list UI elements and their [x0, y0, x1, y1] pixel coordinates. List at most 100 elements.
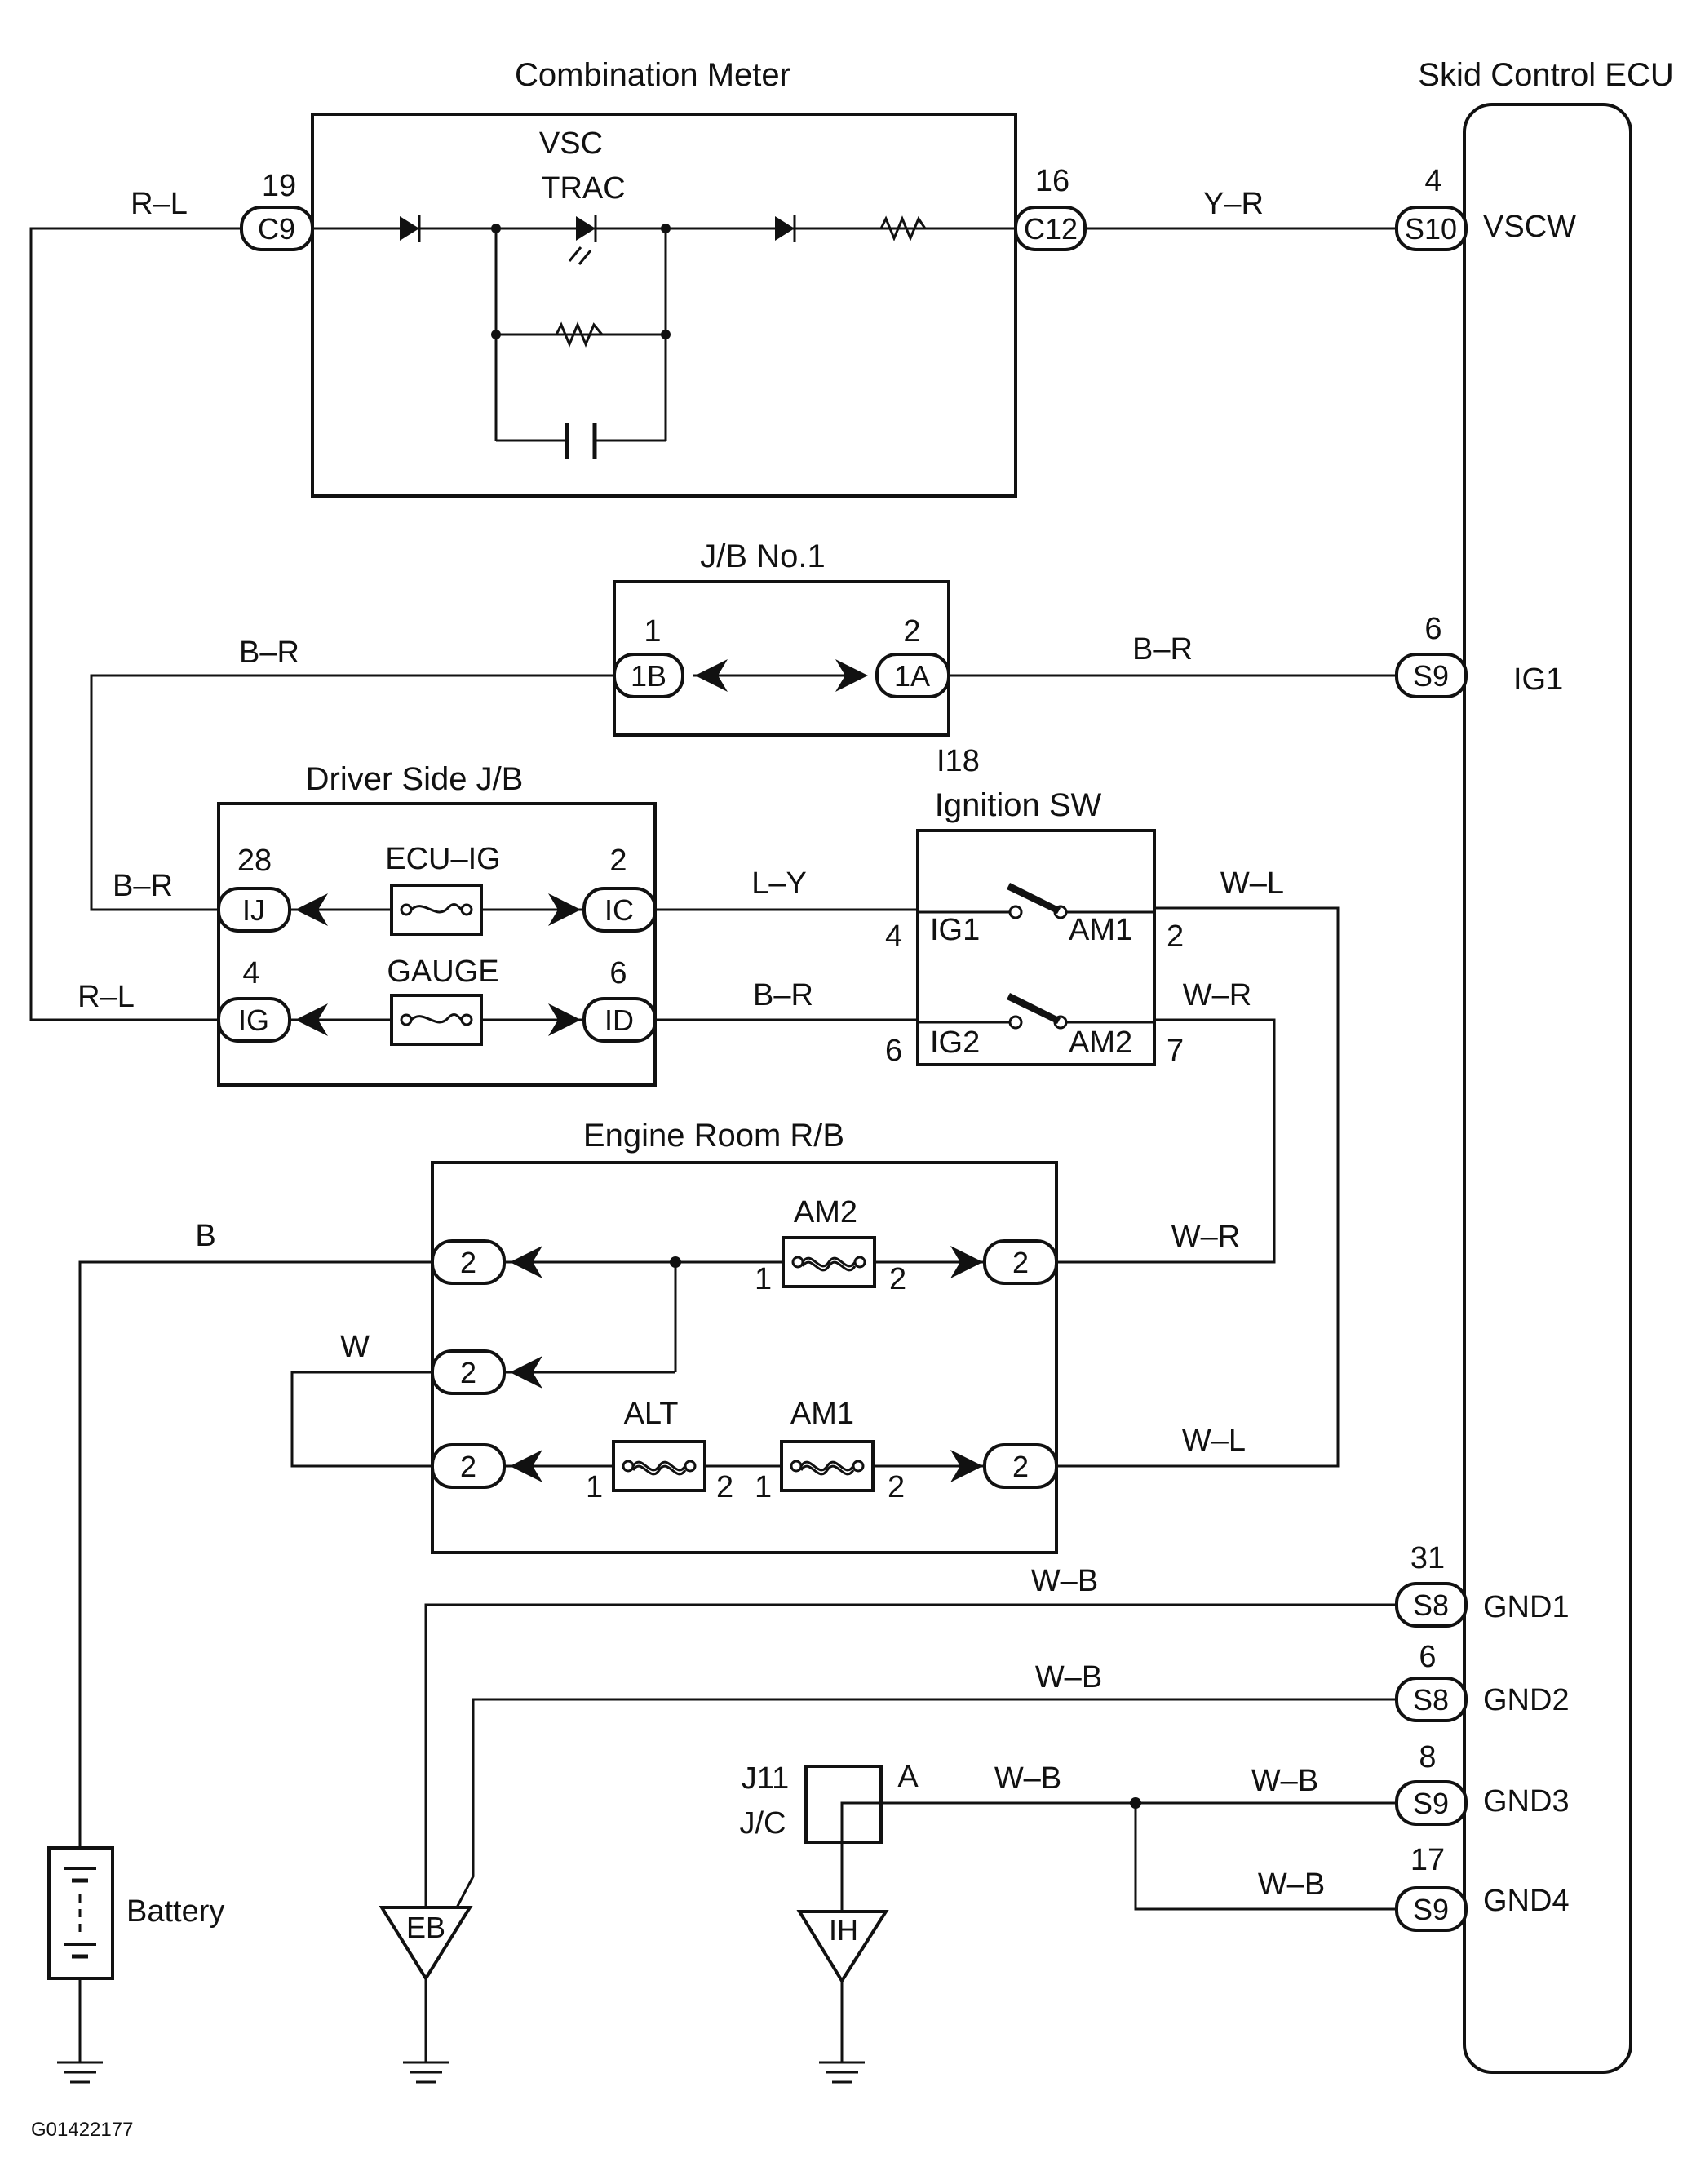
- ground-eb: EB: [379, 1906, 473, 1982]
- connector-c9-pin: 19: [262, 169, 296, 203]
- jc-code: J11: [742, 1761, 789, 1796]
- skid-control-ecu: Skid Control ECU VSCW IG1 GND1 GND2 GND3…: [1418, 57, 1674, 2074]
- connector-c12-id: C12: [1024, 212, 1078, 246]
- connector-id-id: ID: [604, 1003, 634, 1037]
- ignition-sw-code: I18: [937, 744, 980, 778]
- wire-label-b-battery: B: [195, 1219, 215, 1253]
- ecu-terminal-gnd1: GND1: [1483, 1590, 1570, 1624]
- connector-ig-pin: 4: [242, 956, 259, 990]
- connector-s10: S10 4: [1395, 164, 1468, 251]
- connector-ij-id: IJ: [242, 893, 265, 927]
- ground-ih-label: IH: [829, 1913, 858, 1947]
- connector-c12-pin: 16: [1035, 164, 1069, 198]
- engine-room-rb-title: Engine Room R/B: [583, 1118, 844, 1154]
- connector-er-left-3-id: 2: [460, 1450, 476, 1483]
- fuse-gauge: [390, 994, 483, 1046]
- wire-label-w-loop: W: [340, 1330, 370, 1364]
- wire-label-w-b-jc: W–B: [994, 1761, 1061, 1796]
- wire-label-r-l-ig: R–L: [77, 980, 135, 1014]
- connector-s10-id: S10: [1405, 212, 1457, 246]
- jc-pin: A: [897, 1760, 919, 1794]
- fuse-am2-pin-in: 1: [755, 1262, 772, 1296]
- fuse-am1: [780, 1440, 875, 1492]
- connector-ij: IJ 28: [217, 844, 291, 933]
- connector-er-left-3: 2: [431, 1443, 506, 1489]
- wire-label-b-r-id: B–R: [753, 978, 813, 1012]
- ignition-sw-contact-1: [1007, 883, 1068, 919]
- connector-s8-gnd1: S8 31: [1395, 1541, 1468, 1628]
- connector-s10-pin: 4: [1424, 164, 1441, 198]
- diode-1: [400, 216, 419, 241]
- skid-control-ecu-title: Skid Control ECU: [1418, 57, 1673, 93]
- ecu-terminal-ig1: IG1: [1513, 662, 1563, 697]
- chassis-ground-ih: [819, 2061, 865, 2084]
- figure-id: G01422177: [31, 2119, 133, 2141]
- connector-er-left-1-id: 2: [460, 1246, 476, 1279]
- connector-er-left-1: 2: [431, 1239, 506, 1285]
- fuse-am2: [782, 1236, 876, 1288]
- wire-label-w-r-top: W–R: [1183, 978, 1251, 1012]
- ignition-sw-pin-am1: 2: [1167, 919, 1184, 954]
- wire-label-w-r-er: W–R: [1171, 1220, 1240, 1254]
- connector-id-pin: 6: [609, 956, 627, 990]
- combination-meter-title: Combination Meter: [515, 57, 790, 93]
- ignition-sw-am1: AM1: [1069, 913, 1132, 947]
- connector-s9-gnd3: S9 8: [1395, 1740, 1468, 1826]
- wire-label-w-b-gnd2: W–B: [1035, 1660, 1102, 1694]
- connector-id: ID 6: [582, 956, 657, 1043]
- connector-1b-pin: 1: [644, 614, 661, 649]
- connector-s8-gnd1-pin: 31: [1410, 1541, 1445, 1575]
- engine-room-relay-block: Engine Room R/B AM2 ALT AM1 1 2 1 2 1 2: [431, 1118, 1058, 1554]
- battery: Battery: [47, 1846, 224, 1980]
- connector-1a: 1A 2: [875, 614, 950, 698]
- connector-1a-id: 1A: [894, 659, 930, 693]
- ignition-sw-pin-am2: 7: [1167, 1034, 1184, 1068]
- connector-s9-gnd3-pin: 8: [1419, 1740, 1436, 1774]
- connector-c9: C9 19: [240, 169, 314, 251]
- fuse-alt-pin-out: 2: [716, 1470, 733, 1504]
- ignition-switch: Ignition SW I18 IG1 AM1 IG2 AM2 4 2 6 7: [885, 744, 1184, 1068]
- jb-no1-title: J/B No.1: [700, 538, 825, 574]
- battery-label: Battery: [126, 1894, 224, 1929]
- ignition-sw-pin-ig2: 6: [885, 1034, 902, 1068]
- wire-label-w-b-gnd1: W–B: [1031, 1564, 1098, 1598]
- combination-meter: Combination Meter VSC TRAC: [311, 57, 1017, 498]
- connector-er-right-1: 2: [983, 1239, 1058, 1285]
- connector-1b: 1B 1: [613, 614, 684, 698]
- wire-labels: R–L Y–R B–R B–R B–R R–L L–Y B–R W–L W–R …: [77, 187, 1325, 1902]
- jc-label: J/C: [740, 1806, 786, 1841]
- fuse-alt-pin-in: 1: [586, 1470, 603, 1504]
- connector-ig-id: IG: [238, 1003, 269, 1037]
- ecu-terminal-gnd4: GND4: [1483, 1884, 1570, 1918]
- driver-side-jb-title: Driver Side J/B: [306, 761, 524, 797]
- ignition-sw-title: Ignition SW: [935, 787, 1102, 823]
- ground-ih: IH: [796, 1910, 889, 1984]
- junction-connector-j11: J11 J/C A: [740, 1760, 919, 1844]
- ignition-sw-ig2: IG2: [930, 1026, 980, 1060]
- wire-label-b-r-jb-right: B–R: [1132, 632, 1193, 667]
- wire-label-w-b-gnd3: W–B: [1251, 1764, 1318, 1798]
- ignition-sw-contact-2: [1007, 993, 1068, 1030]
- connector-s9-ig1: S9 6: [1395, 612, 1468, 698]
- wire-label-l-y: L–Y: [751, 866, 807, 901]
- chassis-ground-battery: [57, 2061, 103, 2084]
- driver-side-junction-block: Driver Side J/B ECU–IG GAUGE: [217, 761, 657, 1087]
- diode-2: [775, 216, 795, 241]
- ignition-sw-ig1: IG1: [930, 913, 980, 947]
- wire-label-y-r: Y–R: [1203, 187, 1264, 221]
- fuse-alt: [612, 1440, 706, 1492]
- trac-label: TRAC: [541, 171, 625, 206]
- ignition-sw-pin-ig1: 4: [885, 919, 902, 954]
- chassis-ground-eb: [403, 2061, 449, 2084]
- connector-1a-pin: 2: [903, 614, 920, 649]
- connector-ij-pin: 28: [237, 844, 272, 878]
- connector-s9-gnd3-id: S9: [1413, 1787, 1449, 1820]
- ignition-sw-am2: AM2: [1069, 1026, 1132, 1060]
- wire-label-w-l-er: W–L: [1182, 1424, 1246, 1458]
- fuse-gauge-label: GAUGE: [387, 955, 498, 989]
- connector-c9-id: C9: [258, 212, 295, 246]
- connector-s8-gnd2-pin: 6: [1419, 1640, 1436, 1674]
- connector-s9-ig1-pin: 6: [1424, 612, 1441, 646]
- ecu-terminal-vscw: VSCW: [1483, 210, 1576, 244]
- resistor-1: [879, 215, 927, 241]
